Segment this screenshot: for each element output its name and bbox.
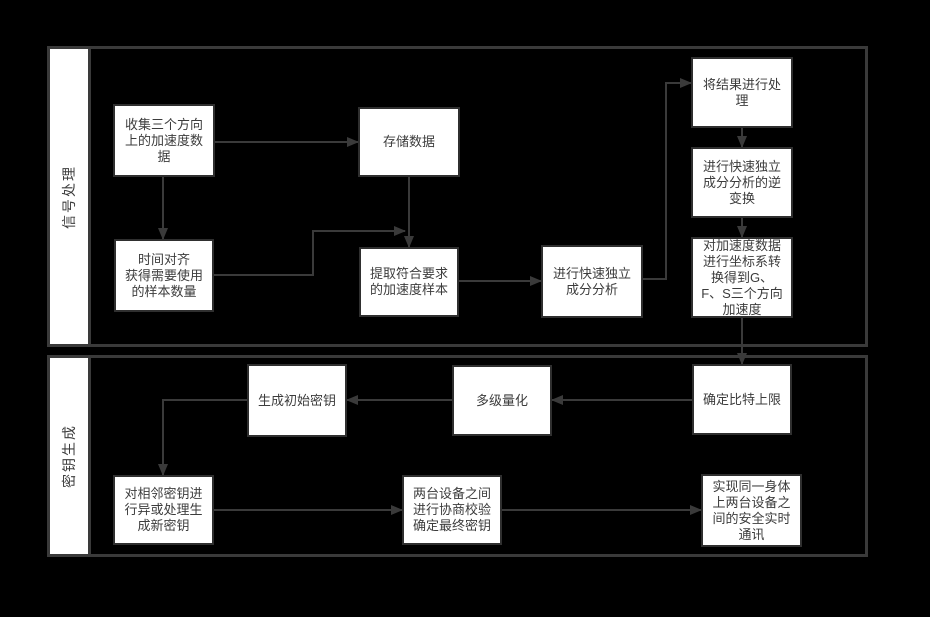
flow-node-label: 将结果进行处 理 (702, 76, 781, 108)
flow-node-label: 对相邻密钥进 行异或处理生 成新密钥 (124, 486, 203, 533)
flow-node-initial-key: 生成初始密钥 (247, 364, 347, 437)
flow-node-label: 多级量化 (475, 392, 528, 408)
flow-node-label: 进行快速独立 成分分析的逆 变换 (702, 158, 781, 206)
flow-node-xor-new-key: 对相邻密钥进 行异或处理生 成新密钥 (113, 475, 214, 545)
flow-node-store-data: 存储数据 (358, 107, 460, 177)
lane-label: 密钥生成 (61, 424, 77, 488)
flow-node-process-result: 将结果进行处 理 (691, 57, 793, 128)
flow-node-label: 确定比特上限 (702, 391, 781, 407)
lane-label: 信号处理 (61, 164, 77, 229)
flow-node-multilevel-quantization: 多级量化 (452, 365, 552, 436)
flow-node-label: 提取符合要求 的加速度样本 (369, 266, 448, 297)
flow-node-label: 对加速度数据 进行坐标系转 换得到G、 F、S三个方向 加速度 (701, 237, 783, 317)
lane-label-cell-key-generation: 密钥生成 (50, 358, 91, 554)
flow-node-label: 存储数据 (382, 134, 435, 149)
flow-node-label: 收集三个方向 上的加速度数 据 (124, 116, 203, 164)
lane-signal-processing: 信号处理 (47, 46, 868, 347)
flow-node-inverse-ica: 进行快速独立 成分分析的逆 变换 (691, 147, 793, 218)
flow-node-coordinate-transform: 对加速度数据 进行坐标系转 换得到G、 F、S三个方向 加速度 (691, 237, 793, 318)
flow-node-secure-communication: 实现同一身体 上两台设备之 间的安全实时 通讯 (701, 474, 802, 547)
flow-node-label: 时间对齐 获得需要使用 的样本数量 (124, 251, 203, 299)
flow-node-fast-ica: 进行快速独立 成分分析 (541, 245, 643, 318)
lane-key-generation: 密钥生成 (47, 355, 868, 557)
flow-node-label: 进行快速独立 成分分析 (552, 265, 631, 297)
flow-node-label: 生成初始密钥 (257, 392, 336, 408)
flow-node-label: 两台设备之间 进行协商校验 确定最终密钥 (412, 486, 491, 533)
flow-node-collect-acceleration: 收集三个方向 上的加速度数 据 (113, 104, 215, 177)
flow-node-negotiate-final-key: 两台设备之间 进行协商校验 确定最终密钥 (402, 475, 502, 545)
flow-node-time-align: 时间对齐 获得需要使用 的样本数量 (114, 239, 214, 312)
flow-node-extract-samples: 提取符合要求 的加速度样本 (359, 247, 459, 317)
lane-label-cell-signal-processing: 信号处理 (50, 49, 91, 344)
flow-node-bit-upper-limit: 确定比特上限 (692, 364, 792, 435)
flow-node-label: 实现同一身体 上两台设备之 间的安全实时 通讯 (712, 478, 791, 542)
